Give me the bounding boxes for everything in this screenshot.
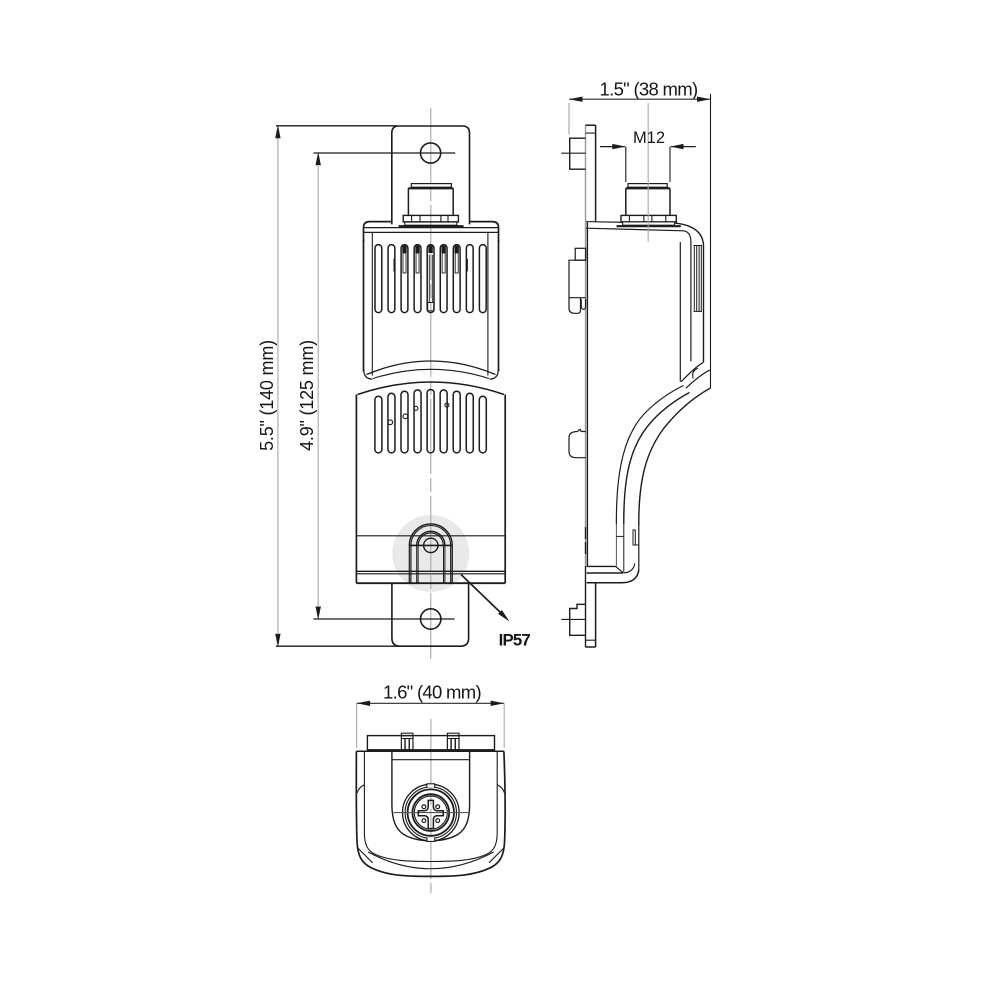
- svg-text:1.5" (38 mm): 1.5" (38 mm): [600, 79, 698, 100]
- svg-text:1.6" (40 mm): 1.6" (40 mm): [383, 682, 481, 703]
- svg-text:M12: M12: [633, 129, 665, 147]
- svg-text:IP57: IP57: [499, 631, 531, 650]
- svg-text:5.5" (140 mm): 5.5" (140 mm): [257, 340, 277, 451]
- svg-text:4.9" (125 mm): 4.9" (125 mm): [297, 340, 317, 451]
